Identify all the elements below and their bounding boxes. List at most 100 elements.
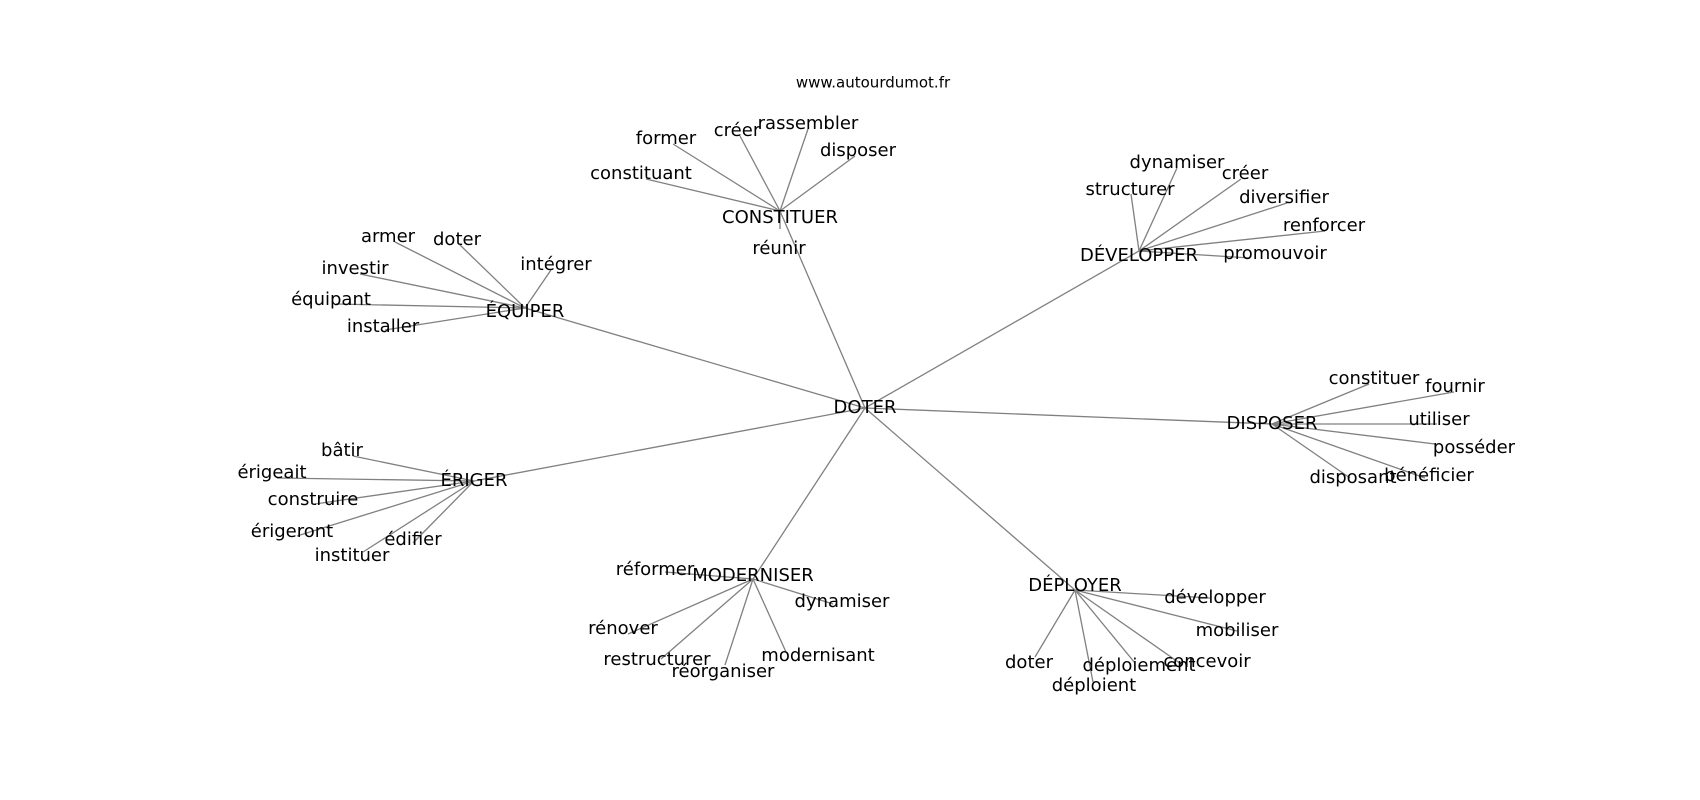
word-node-label: constituant	[590, 163, 692, 184]
edge-hub-to-word	[724, 578, 754, 666]
word-node-label: armer	[361, 226, 416, 247]
edge-hub-to-word	[1138, 178, 1242, 252]
edge-hub-to-word	[1271, 391, 1455, 425]
word-node-label: restructurer	[603, 649, 711, 670]
edge-center-to-hub	[752, 407, 866, 580]
edge-hub-to-word	[1138, 230, 1326, 252]
edge-hub-to-word	[660, 578, 754, 660]
word-node-label: doter	[1005, 652, 1054, 673]
edge-hub-to-word	[335, 303, 526, 309]
edge-hub-to-word	[394, 241, 526, 309]
graph-edges	[276, 128, 1455, 683]
hub-node-label: ÉRIGER	[440, 469, 507, 491]
word-node-label: doter	[433, 229, 482, 250]
edge-center-to-hub	[779, 210, 866, 409]
word-node-label: déploient	[1052, 675, 1136, 696]
word-node-label: structurer	[1085, 179, 1175, 200]
word-node-label: mobiliser	[1196, 620, 1279, 641]
word-node-label: réunir	[752, 238, 806, 259]
word-node-label: rénover	[588, 618, 658, 639]
word-node-label: créer	[1222, 163, 1269, 184]
word-node-label: construire	[268, 489, 359, 510]
word-node-label: intégrer	[520, 254, 592, 275]
edge-hub-to-word	[1138, 250, 1251, 259]
edge-hub-to-word	[779, 155, 856, 212]
edge-hub-to-word	[384, 307, 526, 331]
word-node-label: disposant	[1309, 467, 1396, 488]
edge-hub-to-word	[1074, 589, 1182, 665]
word-node-label: constituer	[1329, 368, 1420, 389]
word-node-label: diversifier	[1239, 187, 1329, 208]
site-url-label: www.autourdumot.fr	[796, 74, 951, 92]
hub-node-label: MODERNISER	[692, 565, 814, 586]
edge-center-to-hub	[864, 407, 1273, 425]
word-node-label: bâtir	[321, 440, 364, 461]
word-node-label: disposer	[820, 140, 897, 161]
edge-hub-to-word	[1074, 589, 1094, 683]
edge-hub-to-word	[352, 455, 475, 482]
hub-node-label: CONSTITUER	[722, 207, 838, 228]
word-node-label: former	[636, 128, 697, 149]
edge-hub-to-word	[739, 135, 781, 212]
edge-hub-to-word	[1034, 589, 1076, 658]
edge-hub-to-word	[1271, 423, 1351, 479]
edge-hub-to-word	[1271, 423, 1436, 445]
word-node-label: instituer	[315, 545, 390, 566]
edge-hub-to-word	[664, 571, 754, 580]
word-node-label: modernisant	[761, 645, 874, 666]
word-node-label: réformer	[616, 559, 695, 580]
hub-node-label: DÉVELOPPER	[1080, 244, 1198, 266]
edge-center-to-hub	[864, 250, 1140, 409]
hub-node-label: DÉPLOYER	[1028, 574, 1122, 596]
edge-hub-to-word	[779, 128, 809, 212]
word-node-label: réorganiser	[672, 661, 775, 682]
edge-hub-to-word	[752, 578, 834, 605]
edge-hub-to-word	[1130, 193, 1140, 252]
edge-center-to-hub	[864, 407, 1076, 591]
edge-hub-to-word	[1074, 589, 1211, 599]
word-node-label: bénéficier	[1384, 465, 1474, 486]
edge-hub-to-word	[627, 578, 754, 635]
word-node-label: érigeait	[237, 462, 306, 483]
word-node-label: installer	[347, 316, 420, 337]
edge-hub-to-word	[1138, 202, 1288, 252]
edge-hub-to-word	[314, 480, 475, 505]
edge-hub-to-word	[1138, 167, 1178, 252]
edge-hub-to-word	[276, 477, 475, 482]
center-node-label: DOTER	[834, 397, 897, 418]
word-node-label: concevoir	[1163, 651, 1251, 672]
edge-center-to-hub	[524, 307, 866, 409]
edge-hub-to-word	[1271, 383, 1370, 425]
word-node-label: rassembler	[758, 113, 859, 134]
word-node-label: posséder	[1433, 437, 1516, 458]
word-node-label: développer	[1164, 587, 1266, 608]
hub-node-label: ÉQUIPER	[486, 300, 565, 322]
edge-hub-to-word	[459, 244, 526, 309]
word-node-label: dynamiser	[795, 591, 891, 612]
edge-hub-to-word	[1271, 423, 1426, 479]
edge-hub-to-word	[359, 273, 526, 309]
edge-hub-to-word	[645, 178, 781, 212]
edge-hub-to-word	[752, 578, 787, 653]
edge-hub-to-word	[672, 143, 781, 212]
edge-hub-to-word	[1074, 589, 1136, 664]
word-node-label: renforcer	[1283, 215, 1366, 236]
word-node-label: équipant	[291, 289, 371, 310]
edge-center-to-hub	[473, 407, 866, 482]
edge-hub-to-word	[1074, 589, 1238, 632]
word-node-label: déploiement	[1082, 655, 1195, 676]
word-node-label: fournir	[1425, 376, 1485, 397]
edge-hub-to-word	[524, 269, 552, 309]
word-node-label: utiliser	[1408, 409, 1470, 430]
edge-hub-to-word	[362, 480, 475, 553]
hub-node-label: DISPOSER	[1227, 413, 1318, 434]
word-node-label: investir	[322, 258, 390, 279]
edge-hub-to-word	[296, 480, 475, 537]
word-node-label: créer	[714, 120, 761, 141]
edge-hub-to-word	[412, 480, 475, 544]
word-node-label: promouvoir	[1223, 243, 1327, 264]
word-node-label: dynamiser	[1130, 152, 1226, 173]
word-node-label: érigeront	[251, 521, 333, 542]
